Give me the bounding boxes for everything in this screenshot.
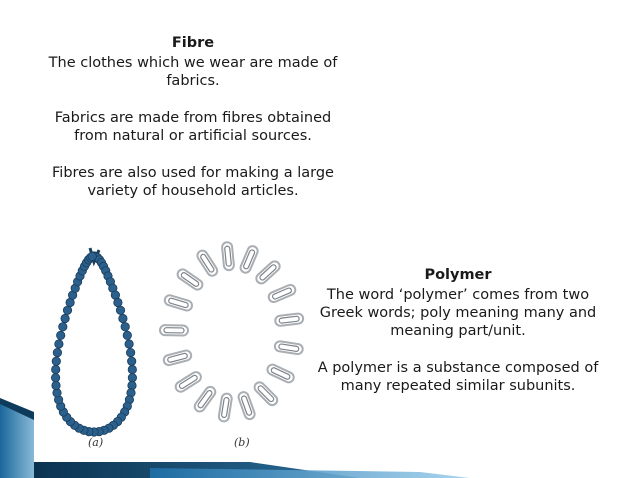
- bead-necklace-image: [51, 247, 138, 437]
- paper-clip: [274, 312, 305, 327]
- polymer-section: Polymer The word ‘polymer’ comes from tw…: [314, 266, 602, 414]
- bead: [127, 364, 137, 375]
- bead: [51, 364, 61, 375]
- polymer-illustration: (a) (b): [36, 240, 308, 462]
- paper-clip: [162, 349, 193, 367]
- paper-clip: [163, 294, 194, 312]
- paper-clip: [176, 268, 204, 291]
- bead: [51, 356, 61, 366]
- caption-b: (b): [234, 436, 250, 449]
- bead: [54, 339, 64, 349]
- fibre-section: Fibre The clothes which we wear are made…: [36, 34, 350, 219]
- fibre-paragraph-2: Fabrics are made from fibres obtained fr…: [54, 110, 332, 144]
- paper-clip: [193, 385, 217, 413]
- polymer-paragraph-1: The word ‘polymer’ comes from two Greek …: [319, 287, 597, 339]
- polymer-heading: Polymer: [424, 267, 492, 283]
- paper-clip: [196, 249, 219, 277]
- paper-clip: [159, 324, 189, 337]
- bead: [124, 339, 134, 349]
- paper-clip: [266, 363, 295, 384]
- bead: [127, 356, 137, 366]
- accent-bottom-bar-light: [150, 468, 470, 478]
- bead: [87, 251, 97, 261]
- bead: [60, 313, 70, 324]
- fibre-paragraph-3: Fibres are also used for making a large …: [52, 165, 334, 199]
- caption-a: (a): [88, 436, 104, 449]
- bead: [51, 380, 61, 391]
- bead: [56, 330, 66, 341]
- paper-clip: [221, 241, 235, 272]
- bead: [62, 305, 73, 315]
- bead: [113, 297, 123, 308]
- accent-blue-wedge: [0, 404, 34, 478]
- paper-clip: [267, 283, 297, 304]
- fibre-paragraph-1: The clothes which we wear are made of fa…: [48, 55, 338, 89]
- paper-clip: [239, 245, 259, 274]
- bead: [115, 305, 126, 315]
- paper-clip: [217, 392, 233, 423]
- polymer-paragraph-2: A polymer is a substance composed of man…: [317, 360, 599, 394]
- accent-dark-wedge: [0, 398, 34, 478]
- bead: [118, 313, 128, 324]
- bead: [52, 348, 63, 358]
- paper-clip-chain-image: [159, 241, 305, 423]
- paper-clip: [174, 371, 202, 393]
- paper-clip: [273, 340, 304, 356]
- bead: [127, 373, 138, 383]
- paper-clip: [237, 391, 256, 421]
- illustration-canvas: [51, 241, 305, 437]
- paper-clip: [255, 260, 281, 285]
- accent-bottom-bar-dark: [34, 462, 360, 478]
- bead: [51, 373, 61, 383]
- bead: [122, 330, 132, 341]
- bead: [126, 348, 136, 358]
- fibre-heading: Fibre: [171, 35, 215, 51]
- paper-clip: [253, 381, 279, 407]
- bead: [58, 322, 68, 332]
- bead: [120, 322, 130, 332]
